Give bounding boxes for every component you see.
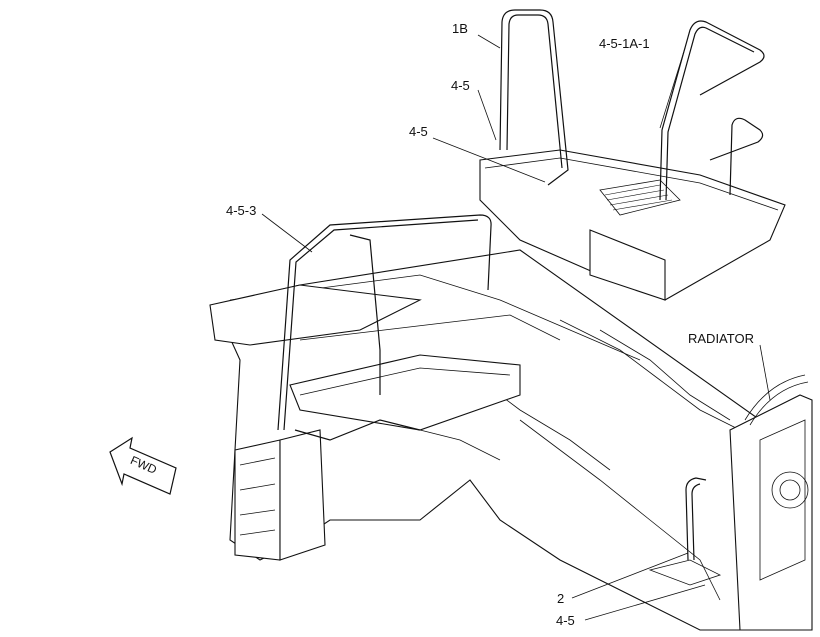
handrail-4-5-3 xyxy=(277,214,492,441)
callout-4-5-c: 4-5 xyxy=(556,613,575,628)
callout-2: 2 xyxy=(557,591,564,606)
fwd-label: FWD xyxy=(128,453,159,477)
callout-4-5-b: 4-5 xyxy=(409,124,428,139)
callout-4-5-a: 4-5 xyxy=(451,78,470,93)
handrail-4-5-1a-1 xyxy=(659,20,765,201)
callout-radiator: RADIATOR xyxy=(688,331,754,346)
front-platform xyxy=(209,284,521,431)
callout-4-5-1a-1: 4-5-1A-1 xyxy=(599,36,650,51)
left-steps xyxy=(234,429,326,561)
callout-4-5-3: 4-5-3 xyxy=(226,203,256,218)
radiator xyxy=(729,374,813,631)
fwd-arrow: FWD xyxy=(109,436,177,495)
handrail-2 xyxy=(648,477,722,586)
rear-platform xyxy=(479,149,786,301)
main-frame xyxy=(214,249,811,631)
callout-1b: 1B xyxy=(452,21,468,36)
handrail-1b xyxy=(499,9,569,186)
leader-lines xyxy=(261,34,771,621)
